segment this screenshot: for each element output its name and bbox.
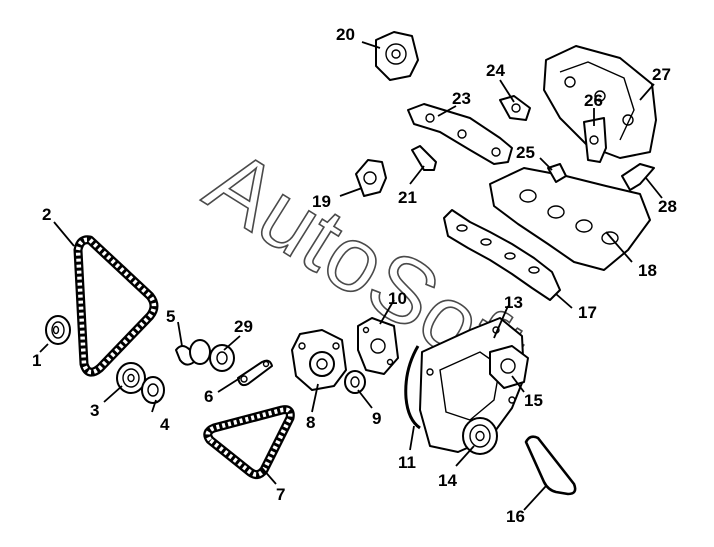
part-4-bearing xyxy=(141,376,165,404)
callout-28: 28 xyxy=(658,197,677,216)
callout-4: 4 xyxy=(160,415,170,434)
callout-2: 2 xyxy=(42,205,51,224)
callout-21: 21 xyxy=(398,188,417,207)
part-6-lever-bracket xyxy=(237,359,273,387)
callout-23: 23 xyxy=(452,89,471,108)
callout-13: 13 xyxy=(504,293,523,312)
callout-20: 20 xyxy=(336,25,355,44)
callout-18: 18 xyxy=(638,261,657,280)
callout-27: 27 xyxy=(652,65,671,84)
part-21-injector xyxy=(411,145,437,171)
part-9-spacer xyxy=(344,370,366,394)
part-10-thermostat-housing xyxy=(357,317,399,375)
callout-14: 14 xyxy=(438,471,457,490)
part-17-intake-gasket xyxy=(443,209,561,301)
callout-19: 19 xyxy=(312,192,331,211)
part-15-oil-pump xyxy=(489,345,529,389)
callout-11: 11 xyxy=(398,453,416,472)
leader-lines xyxy=(39,41,663,511)
part-19-idle-valve xyxy=(355,159,387,197)
part-11-cover-gasket xyxy=(404,345,421,430)
part-28-bracket xyxy=(621,163,655,191)
part-1-idler-roller xyxy=(45,315,71,345)
part-23-fuel-rail xyxy=(407,103,513,165)
callout-29: 29 xyxy=(234,317,253,336)
callout-16: 16 xyxy=(506,507,525,526)
part-3-tensioner-pulley xyxy=(116,362,146,394)
callout-25: 25 xyxy=(516,143,535,162)
part-24-pressure-regulator xyxy=(499,95,531,121)
callout-3: 3 xyxy=(90,401,99,420)
callout-7: 7 xyxy=(276,485,285,504)
callout-6: 6 xyxy=(204,387,213,406)
callout-8: 8 xyxy=(306,413,315,432)
callout-17: 17 xyxy=(578,303,597,322)
callout-labels: 1 2 3 4 5 6 7 8 9 10 11 13 14 15 16 17 1… xyxy=(32,25,677,526)
part-2-timing-belt xyxy=(73,235,159,377)
callout-9: 9 xyxy=(372,409,381,428)
part-16-sump-gasket xyxy=(524,435,577,496)
callout-24: 24 xyxy=(486,61,505,80)
callout-1: 1 xyxy=(32,351,41,370)
callout-26: 26 xyxy=(584,91,603,110)
part-20-throttle-body xyxy=(375,31,419,81)
callout-15: 15 xyxy=(524,391,543,410)
part-25-sensor xyxy=(547,163,567,183)
part-8-water-pump xyxy=(291,329,347,391)
callout-5: 5 xyxy=(166,307,175,326)
callout-10: 10 xyxy=(388,289,407,308)
part-27-valve-cover xyxy=(543,45,657,159)
part-29-roller xyxy=(189,339,235,372)
part-7-accessory-belt xyxy=(203,405,295,480)
part-26-cam-sensor xyxy=(583,117,607,163)
part-14-crank-pulley xyxy=(462,417,498,455)
